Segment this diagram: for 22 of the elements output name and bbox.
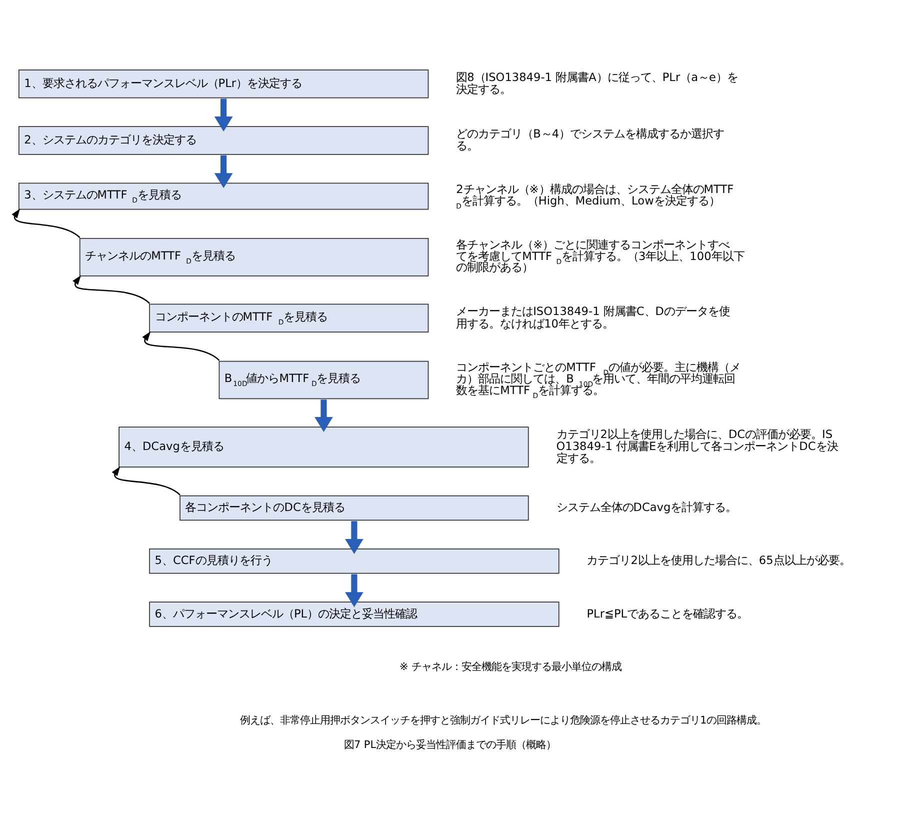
node-label: 各チャンネル（※）ごとに関連するコンポーネントすべてを考慮してMTTF$_{D}$を計算する。（3年以上、100年以下の制限がある） <box>456 236 744 274</box>
arrow <box>345 574 364 607</box>
node-label: コンポーネントごとのMTTF$_{D}$の値が必要。主に機構（メカ）部品に関しては、B$_{10D}$を用いて、年間の平均運転回数を基にMTTF$_{D}$を計算する。 <box>456 360 741 400</box>
node-label: カテゴリ2以上を使用した場合に、DCの評価が必要。ISO13849-1 付属書Eを利用して各コンポーネントDCを決定する。 <box>556 426 838 465</box>
node-label: PLr≦PLであることを確認する。 <box>586 606 748 620</box>
arrow <box>214 98 233 132</box>
caption: 図7 PL決定から妥当性評価までの手順（概略） <box>344 738 556 751</box>
node-label: どのカテゴリ（B～4）でシステムを構成するか選択する。 <box>456 126 724 152</box>
arrow <box>72 274 150 304</box>
label: ※ チャネル：安全機能を実現する最小単位の構成 <box>399 660 622 673</box>
node-label: カテゴリ2以上を使用した場合に、65点以上が必要。 <box>586 552 850 567</box>
node-label: メーカーまたはISO13849-1 附属書C、Dのデータを使用する。なければ10年とする。 <box>456 304 730 330</box>
node-label: 2チャンネル（※）構成の場合は、システム全体のMTTF$_{D}$を計算する。（High、Medium、Lowを決定する） <box>456 182 734 210</box>
node-label: 図8（ISO13849-1 附属書A）に従って、PLr（a～e）を決定する。 <box>456 69 738 96</box>
arrow <box>314 399 333 432</box>
arrow <box>12 208 80 238</box>
label: 例えば、非常停止用押ボタンスイッチを押すと強制ガイド式リレーにより危険源を停止させるカテゴリ1の回路構成。 <box>240 714 767 726</box>
arrow <box>214 154 233 188</box>
arrow <box>112 466 180 495</box>
arrow <box>345 520 364 554</box>
arrow <box>142 330 220 360</box>
node-label: システム全体のDCavgを計算する。 <box>556 500 737 514</box>
